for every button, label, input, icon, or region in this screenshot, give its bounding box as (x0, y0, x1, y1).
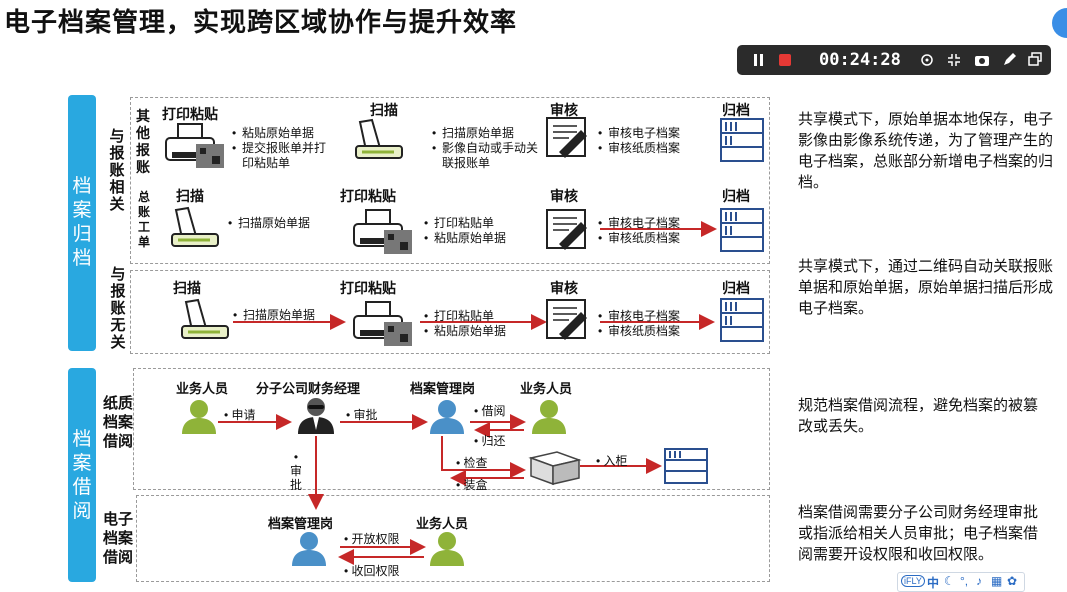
step-scan: 扫描 (370, 102, 398, 118)
box-paper-borrow (133, 368, 770, 490)
person-blue-icon (292, 532, 326, 566)
notes-unrelated-1: •扫描原始单据 (233, 308, 316, 322)
printer-icon (353, 301, 412, 346)
review-document-icon (546, 209, 587, 250)
action-pack: • 装盒 (456, 478, 488, 492)
notes-other-1: •粘贴原始单据 •提交报账单并打印粘贴单 (232, 126, 327, 170)
step-print-paste: 打印粘贴 (340, 280, 396, 296)
screen-recorder-toolbar: 00:24:28 (737, 45, 1051, 75)
step-print-paste: 打印粘贴 (340, 188, 396, 204)
window-mode-icon[interactable] (1028, 52, 1042, 66)
notes-unrelated-3: •审核电子档案 •审核纸质档案 (598, 309, 681, 338)
ime-toolbar: iFLY 中 ☾ °, ♪ ▦ ✿ (897, 572, 1025, 592)
ime-moon-icon[interactable]: ☾ (944, 574, 955, 588)
pen-icon[interactable] (1002, 52, 1016, 67)
label-general-ledger: 总账工单 (137, 190, 150, 249)
person-green-icon (532, 400, 566, 434)
action-revoke-permission: • 收回权限 (344, 564, 400, 578)
step-print-paste: 打印粘贴 (162, 106, 218, 122)
label-unrelated: 与报账无关 (110, 266, 126, 351)
notes-ledger-1: •扫描原始单据 (228, 216, 311, 230)
manager-icon (298, 398, 334, 434)
description-3: 规范档案借阅流程，避免档案的被篡改或丢失。 (798, 397, 1039, 435)
step-archive: 归档 (722, 102, 750, 118)
review-document-icon (546, 299, 587, 340)
role-business-staff: 业务人员 (520, 381, 573, 396)
box-related (130, 97, 770, 264)
scanner-icon (181, 298, 229, 339)
camera-icon[interactable] (974, 53, 990, 67)
box-electronic-borrow (136, 495, 770, 582)
cabinet-icon (720, 208, 764, 252)
ime-settings-icon[interactable]: ✿ (1007, 574, 1018, 588)
step-review: 审核 (550, 188, 578, 204)
borrow-tab-label: 档案借阅 (72, 429, 92, 522)
role-business-staff: 业务人员 (176, 381, 229, 396)
role-archive-admin: 档案管理岗 (268, 516, 334, 531)
notes-other-2: •扫描原始单据 •影像自动或手动关联报账单 (432, 126, 539, 170)
notes-unrelated-2: •打印粘贴单 •粘贴原始单据 (424, 309, 507, 338)
assistant-orb-icon[interactable] (1052, 8, 1067, 38)
scanner-icon (171, 206, 219, 247)
role-business-staff: 业务人员 (416, 516, 469, 531)
review-document-icon (546, 117, 587, 158)
notes-ledger-2: •打印粘贴单 •粘贴原始单据 (424, 216, 507, 245)
action-grant-permission: • 开放权限 (344, 532, 400, 546)
action-return: • 归还 (474, 434, 506, 448)
recording-timer: 00:24:28 (819, 50, 901, 70)
action-borrow: • 借阅 (474, 404, 506, 418)
action-check: • 检查 (456, 456, 488, 470)
stop-icon[interactable] (779, 54, 791, 66)
notes-other-3: •审核电子档案 •审核纸质档案 (598, 126, 681, 155)
step-scan: 扫描 (173, 280, 201, 296)
shrink-icon[interactable] (947, 53, 961, 67)
role-finance-manager: 分子公司财务经理 (256, 381, 361, 396)
screenshot-target-icon[interactable] (920, 53, 934, 67)
description-1: 共享模式下，原始单据本地保存，电子影像由影像系统传递，为了管理产生的电子档案，总… (798, 111, 1054, 191)
step-review: 审核 (550, 102, 578, 118)
label-paper-borrow: 纸质档案借阅 (103, 395, 134, 450)
action-approve: • 审批 (346, 408, 378, 422)
ime-brand[interactable]: iFLY (901, 575, 925, 587)
label-related: 与报账相关 (109, 128, 125, 213)
archive-tab-label: 档案归档 (72, 176, 92, 269)
ime-keyboard-icon[interactable]: ▦ (991, 574, 1003, 588)
ime-mic-icon[interactable]: ♪ (976, 574, 982, 588)
cabinet-icon (720, 298, 764, 342)
printer-icon (353, 209, 412, 254)
pause-icon[interactable] (753, 54, 765, 66)
action-apply: • 申请 (224, 408, 256, 422)
person-blue-icon (430, 400, 464, 434)
cabinet-icon (720, 118, 764, 162)
borrow-section-tab: 档案借阅 (68, 368, 96, 582)
action-approve-vertical: •审批 (289, 450, 302, 492)
ime-language-toggle[interactable]: 中 (927, 576, 940, 590)
ime-punct-icon[interactable]: °, (960, 574, 969, 588)
scanner-icon (355, 118, 403, 159)
archive-section-tab: 档案归档 (68, 95, 96, 351)
step-review: 审核 (550, 280, 578, 296)
page-title: 电子档案管理，实现跨区域协作与提升效率 (4, 7, 518, 37)
box-unrelated (130, 270, 770, 354)
description-2: 共享模式下，通过二维码自动关联报账单据和原始单据，原始单据扫描后形成电子档案。 (798, 258, 1054, 317)
action-shelve: • 入柜 (596, 454, 628, 468)
cabinet-icon (664, 448, 708, 484)
step-archive: 归档 (722, 188, 750, 204)
role-archive-admin: 档案管理岗 (410, 381, 476, 396)
step-archive: 归档 (722, 280, 750, 296)
printer-icon (165, 123, 224, 168)
document-stack-icon (528, 451, 582, 486)
step-scan: 扫描 (176, 188, 204, 204)
person-green-icon (430, 532, 464, 566)
label-electronic-borrow: 电子档案借阅 (103, 511, 134, 566)
description-4: 档案借阅需要分子公司财务经理审批或指派给相关人员审批；电子档案借阅需要开设权限和… (798, 504, 1039, 563)
label-other-bills: 其他报账 (136, 108, 150, 175)
notes-ledger-3: •审核电子档案 •审核纸质档案 (598, 216, 681, 245)
person-green-icon (182, 400, 216, 434)
